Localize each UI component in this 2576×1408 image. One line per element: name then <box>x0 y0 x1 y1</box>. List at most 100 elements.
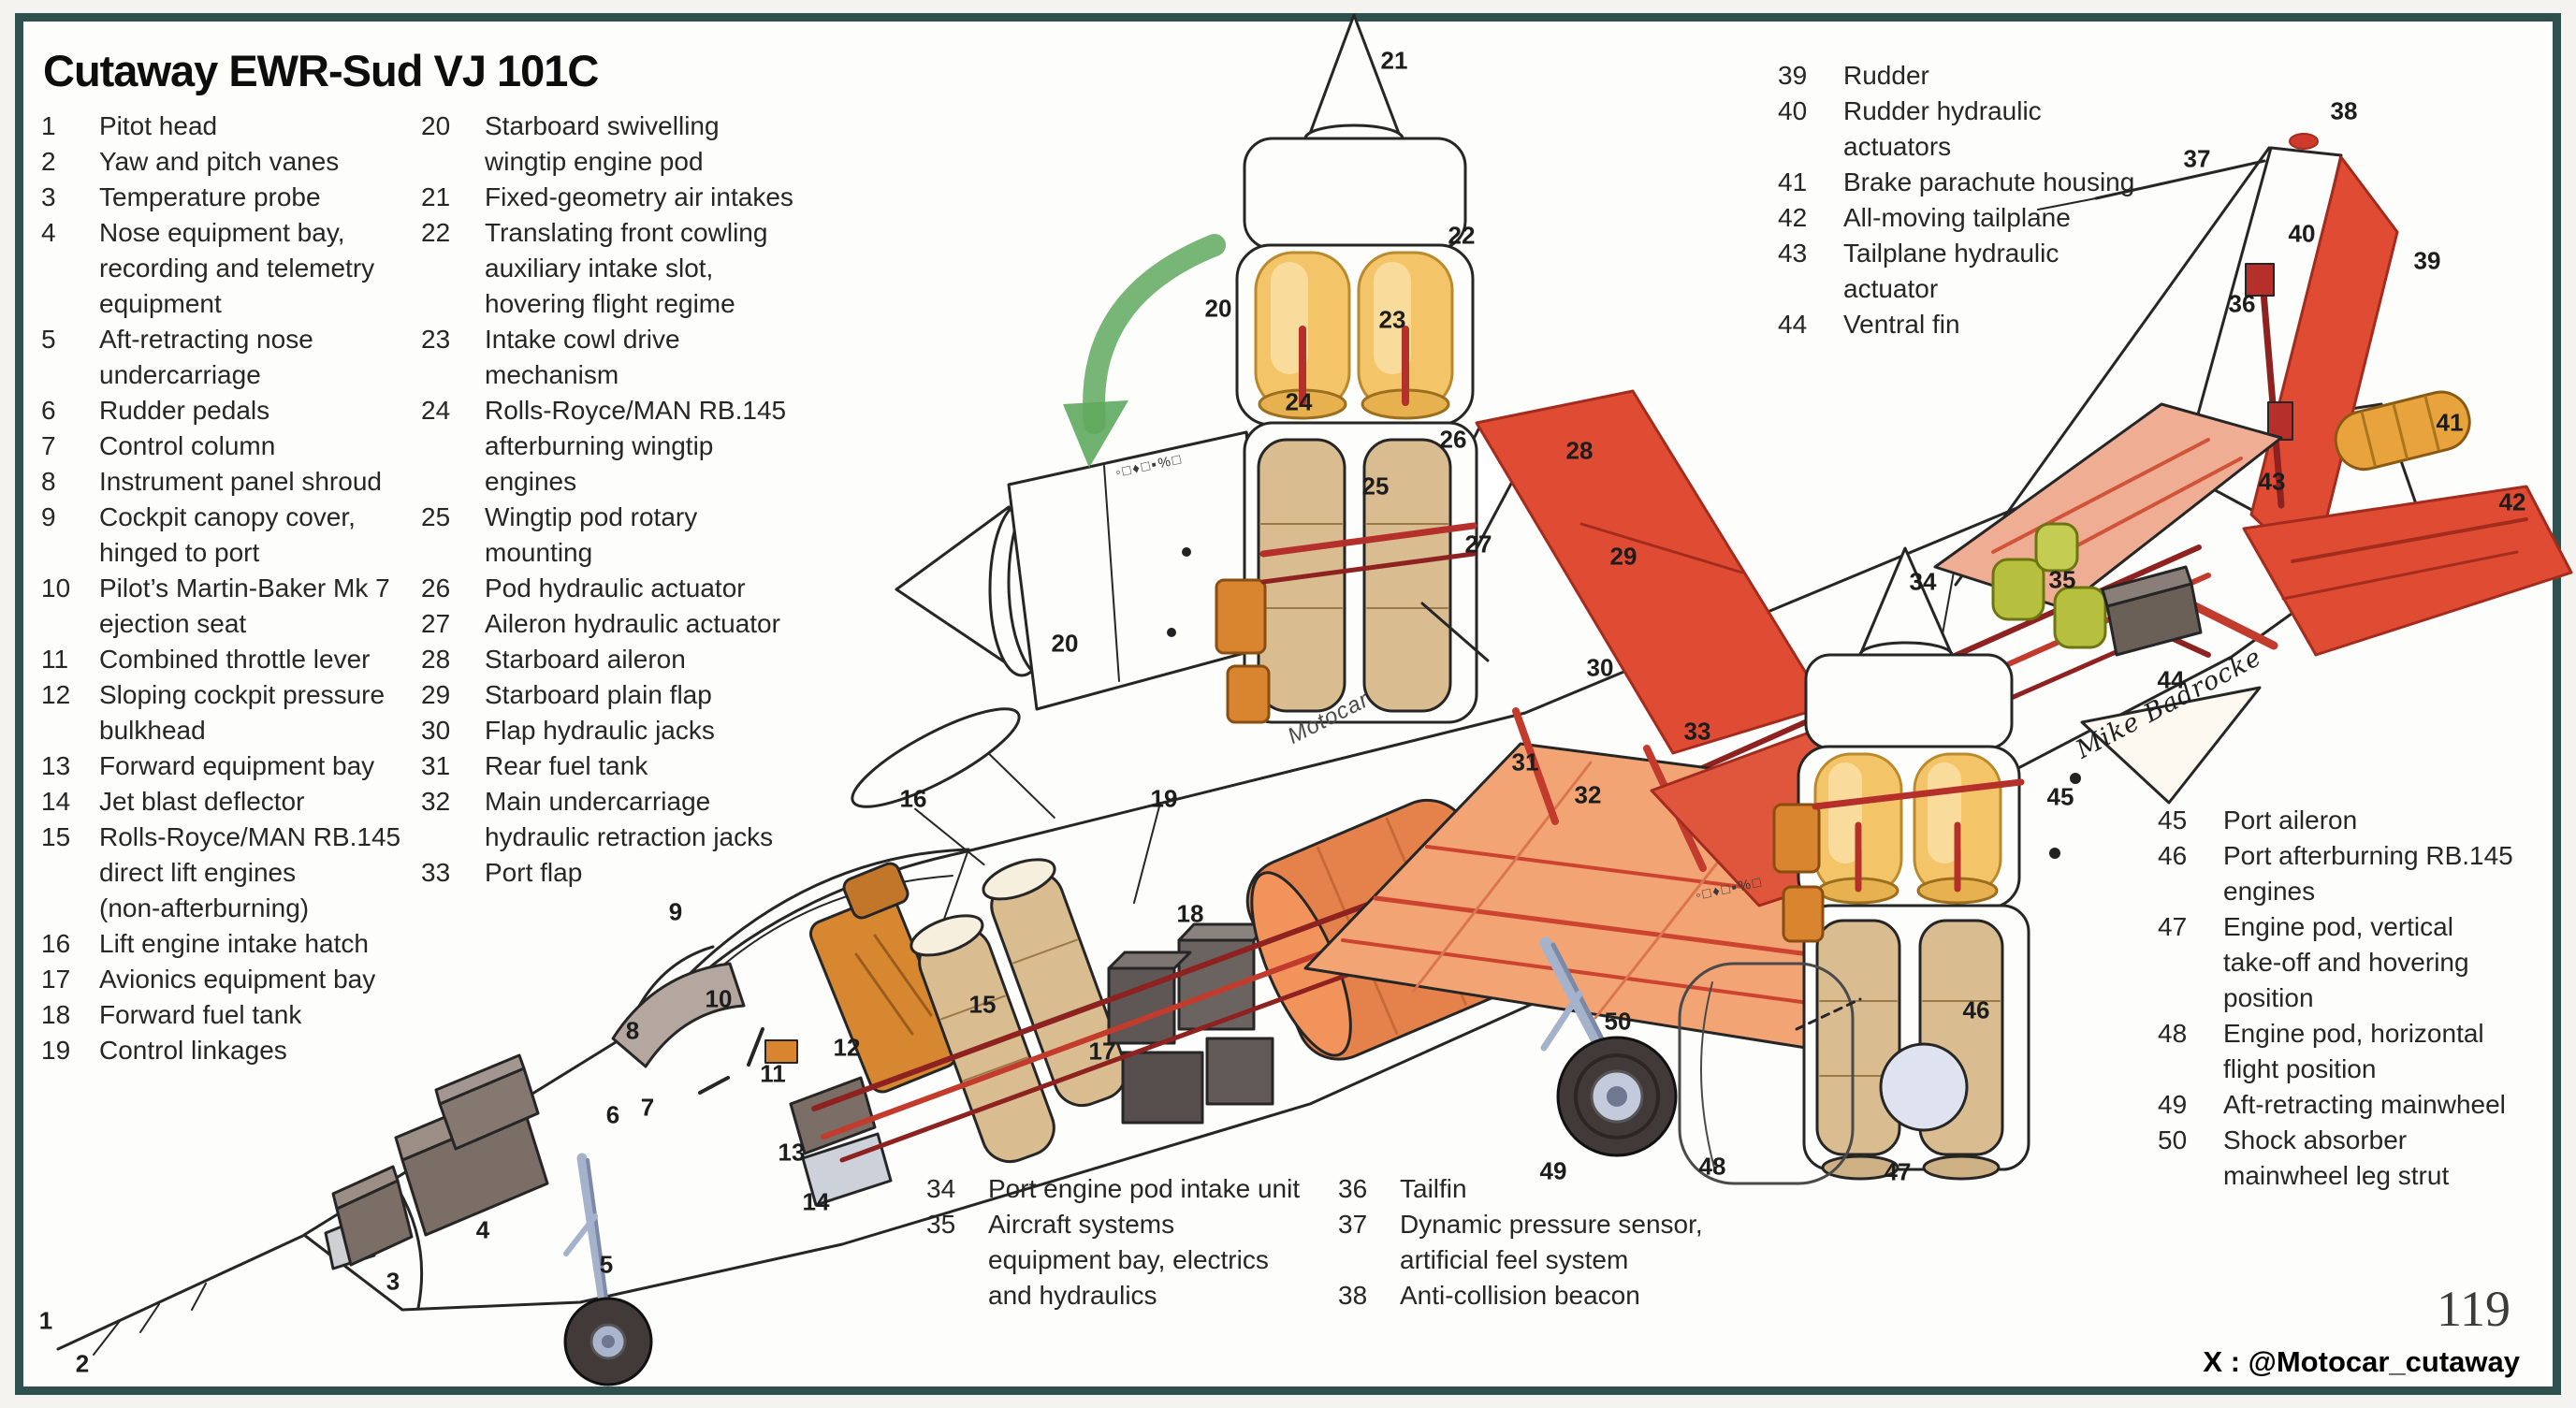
engine-pod-ghost <box>1678 962 1862 1185</box>
legend-item-label: Temperature probe <box>99 182 321 211</box>
legend-item-label: Fixed-geometry air intakes <box>485 182 793 211</box>
legend-item-number: 26 <box>421 573 451 602</box>
legend-item-label: Rear fuel tank <box>485 751 648 780</box>
avionics-equipment-bay <box>1107 922 1274 1125</box>
legend-item-number: 7 <box>41 431 56 460</box>
legend-item-label: Engine pod, horizontal flight position <box>2223 1019 2484 1083</box>
ejection-seat <box>808 862 958 1094</box>
legend-item-label: Rudder hydraulic actuators <box>1843 96 2042 161</box>
legend-item-number: 10 <box>41 573 71 602</box>
legend-item-number: 42 <box>1778 203 1808 232</box>
legend-item-label: Rolls-Royce/MAN RB.145 afterburning wing… <box>485 396 787 496</box>
callout-12: 12 <box>833 1033 861 1062</box>
legend-item-label: Intake cowl drive mechanism <box>485 325 680 389</box>
legend-item-number: 1 <box>41 111 56 140</box>
legend-item-number: 44 <box>1778 310 1808 339</box>
legend-item-number: 38 <box>1338 1281 1368 1310</box>
credit-line: X : @Motocar_cutaway <box>2203 1345 2520 1378</box>
callout-17: 17 <box>1088 1037 1116 1066</box>
legend-item-number: 48 <box>2158 1019 2188 1048</box>
nose-equipment-bay <box>324 1053 549 1270</box>
legend-item-number: 47 <box>2158 912 2188 941</box>
legend-item-label: Ventral fin <box>1843 310 1960 339</box>
legend-item-number: 37 <box>1338 1210 1368 1239</box>
legend-item-label: Jet blast deflector <box>99 787 305 816</box>
legend-item: 28 Starboard aileron <box>421 642 829 677</box>
legend-item-number: 30 <box>421 716 451 745</box>
callout-20: 20 <box>1051 629 1079 658</box>
stencil-text: ◦□♦□▪%□ <box>1113 451 1185 481</box>
callout-2: 2 <box>75 1349 90 1378</box>
nose-landing-gear <box>563 1153 653 1386</box>
callout-21: 21 <box>1380 46 1408 75</box>
legend-item-label: Combined throttle lever <box>99 645 371 674</box>
legend-item-number: 14 <box>41 787 71 816</box>
legend-item-number: 28 <box>421 645 451 674</box>
callout-43: 43 <box>2258 467 2286 496</box>
dynamic-pressure-sensor <box>2037 159 2266 210</box>
legend-item-label: Port engine pod intake unit <box>988 1174 1301 1203</box>
callout-14: 14 <box>802 1187 830 1216</box>
callout-44: 44 <box>2157 665 2185 694</box>
callout-23: 23 <box>1378 305 1406 334</box>
throttle <box>764 1039 798 1064</box>
legend-item-number: 41 <box>1778 167 1808 196</box>
tail-group <box>1933 133 2573 805</box>
callout-18: 18 <box>1176 899 1204 928</box>
anti-collision-beacon <box>2289 133 2319 150</box>
callout-37: 37 <box>2183 144 2211 173</box>
legend-item-number: 5 <box>41 325 56 354</box>
legend-item-label: Aileron hydraulic actuator <box>485 609 780 638</box>
legend-item-number: 2 <box>41 147 56 176</box>
callout-35: 35 <box>2048 565 2076 594</box>
callout-36: 36 <box>2228 289 2256 318</box>
legend-item-number: 36 <box>1338 1174 1368 1203</box>
pitot-boom <box>56 1231 311 1356</box>
lift-engine-intake-hatch <box>851 707 1055 866</box>
callout-39: 39 <box>2413 246 2441 275</box>
rudder-pedal <box>698 1076 730 1095</box>
legend-item-label: Rudder <box>1843 61 1929 90</box>
legend-item-label: Main undercarriage hydraulic retraction … <box>485 787 774 851</box>
legend-item-number: 22 <box>421 218 451 247</box>
callout-29: 29 <box>1609 542 1637 571</box>
legend-item-label: Dynamic pressure sensor, artificial feel… <box>1400 1210 1703 1274</box>
legend-item-label: Avionics equipment bay <box>99 965 376 994</box>
legend-item-label: Pilot’s Martin-Baker Mk 7 ejection seat <box>99 573 390 638</box>
legend-item-label: Anti-collision beacon <box>1400 1281 1640 1310</box>
legend-item-number: 13 <box>41 751 71 780</box>
callout-26: 26 <box>1439 425 1467 454</box>
watermark: Motocar <box>1283 687 1374 749</box>
legend-item-number: 3 <box>41 182 56 211</box>
legend-item-label: Tailplane hydraulic actuator <box>1843 239 2059 303</box>
legend-item-number: 49 <box>2158 1090 2188 1119</box>
callout-5: 5 <box>599 1250 614 1279</box>
instrument-shroud <box>611 962 746 1068</box>
stencil-text: ◦□♦□▪%□ <box>1694 874 1765 904</box>
legend-item-label: Starboard aileron <box>485 645 686 674</box>
legend-item-number: 9 <box>41 502 56 531</box>
legend-item-number: 8 <box>41 467 56 496</box>
